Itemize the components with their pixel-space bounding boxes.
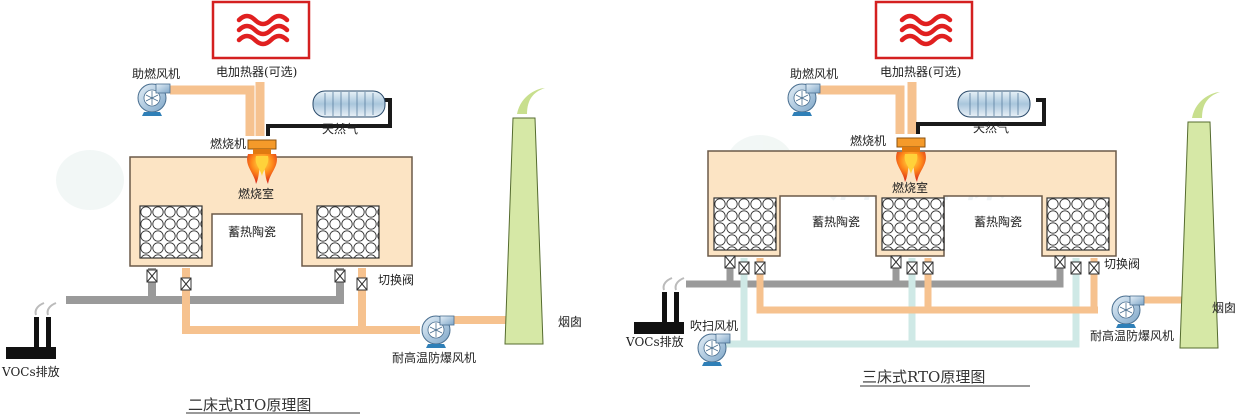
gas-line xyxy=(916,98,1046,134)
valve-icon xyxy=(180,277,192,291)
caption-two-bed: 二床式RTO原理图 xyxy=(188,396,311,414)
valve-icon xyxy=(906,261,918,275)
chimney-label: 烟囱 xyxy=(1212,301,1236,315)
three-bed-rto-diagram: 启胜环保 电加热器(可选) 助燃风机 天然气 燃烧机 燃烧室 蓄热陶瓷 蓄热陶瓷 xyxy=(625,2,1236,387)
combustion-fan-icon xyxy=(137,83,171,117)
gas-label: 天然气 xyxy=(322,121,358,136)
valve-icon xyxy=(334,269,346,283)
exhaust-fan-label: 耐高温防爆风机 xyxy=(1090,328,1174,343)
electric-heater-icon xyxy=(213,2,309,58)
natural-gas-tank-icon xyxy=(312,90,386,118)
two-bed-rto-diagram: 启胜环保 电加热器(可选) 助燃风机 天然气 燃烧机 燃烧室 蓄热陶瓷 xyxy=(1,2,582,414)
valve-icon xyxy=(754,261,766,275)
ceramic-label-1: 蓄热陶瓷 xyxy=(812,214,860,229)
inlet-gray-pipe xyxy=(66,268,344,304)
valve-icon xyxy=(1070,261,1082,275)
valve-icon xyxy=(922,261,934,275)
combustion-air-pipe xyxy=(818,85,905,134)
exhaust-fan-icon xyxy=(421,315,455,349)
ceramic-bed-2 xyxy=(881,197,945,251)
gas-line xyxy=(266,98,392,136)
purge-fan-label: 吹扫风机 xyxy=(690,319,738,333)
burner-label: 燃烧机 xyxy=(210,136,246,151)
purge-cyan-pipe xyxy=(720,258,1080,348)
combustion-fan-label: 助燃风机 xyxy=(132,66,180,81)
valve-icon xyxy=(356,277,368,291)
combustion-fan-icon xyxy=(787,83,821,117)
valve-label: 切换阀 xyxy=(1104,257,1140,271)
heater-label: 电加热器(可选) xyxy=(216,65,297,79)
ceramic-label: 蓄热陶瓷 xyxy=(228,224,276,239)
voc-outlet-icon xyxy=(5,302,57,360)
chimney-icon xyxy=(504,87,546,345)
electric-heater-icon xyxy=(876,2,972,58)
chimney-label: 烟囱 xyxy=(558,315,582,329)
caption-three-bed: 三床式RTO原理图 xyxy=(862,368,985,386)
chamber-label: 燃烧室 xyxy=(238,186,274,201)
voc-outlet-icon xyxy=(633,277,685,335)
natural-gas-tank-icon xyxy=(957,90,1031,118)
valve-icon xyxy=(1088,261,1100,275)
exhaust-fan-icon xyxy=(1111,295,1145,329)
combustion-air-pipe xyxy=(170,85,255,136)
ceramic-label-2: 蓄热陶瓷 xyxy=(974,214,1022,229)
ceramic-bed-left xyxy=(139,205,203,259)
ceramic-bed-right xyxy=(316,205,380,259)
ceramic-bed-3 xyxy=(1046,197,1110,251)
burner-label: 燃烧机 xyxy=(850,133,886,148)
voc-label: VOCs排放 xyxy=(625,334,684,349)
purge-fan-icon xyxy=(697,333,731,367)
chamber-label: 燃烧室 xyxy=(892,180,928,195)
outlet-orange-pipe xyxy=(756,258,1098,314)
exhaust-fan-label: 耐高温防爆风机 xyxy=(392,350,476,365)
valve-icon xyxy=(890,255,902,269)
heater-label: 电加热器(可选) xyxy=(880,65,961,79)
valve-label: 切换阀 xyxy=(378,273,414,287)
valve-icon xyxy=(146,269,158,283)
valve-icon xyxy=(738,261,750,275)
ceramic-bed-1 xyxy=(713,197,777,251)
combustion-fan-label: 助燃风机 xyxy=(790,66,838,81)
voc-label: VOCs排放 xyxy=(1,364,60,379)
gas-label: 天然气 xyxy=(973,120,1009,135)
valve-icon xyxy=(724,255,736,269)
valve-icon xyxy=(1054,255,1066,269)
